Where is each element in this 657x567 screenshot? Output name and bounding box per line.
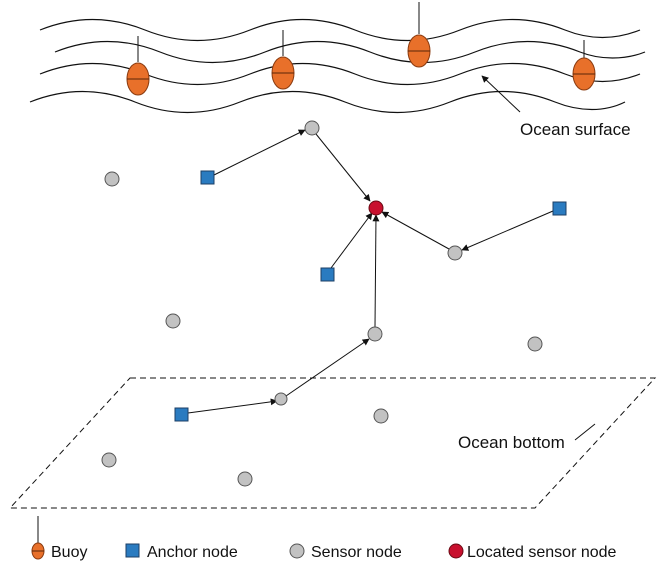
- link-sensor-to-sensor: [285, 338, 370, 397]
- anchor-nodes: [174, 170, 567, 422]
- link-sensor-to-located: [315, 133, 371, 202]
- sensor-node-icon: [367, 326, 383, 342]
- legend-label-sensor: Sensor node: [311, 544, 402, 561]
- located-sensor-node-icon: [368, 200, 384, 216]
- anchor-node-icon: [125, 543, 140, 558]
- buoy-icon: [126, 36, 150, 96]
- ocean-surface-label: Ocean surface: [520, 120, 631, 139]
- legend: Buoy Anchor node Sensor node Located sen…: [31, 516, 617, 561]
- buoy-icon: [31, 516, 45, 560]
- buoys: [126, 2, 596, 96]
- sensor-node-icon: [289, 543, 305, 559]
- link-anchor-to-sensor: [187, 398, 278, 414]
- anchor-node-icon: [200, 170, 215, 185]
- link-anchor-to-sensor: [213, 129, 306, 176]
- sensor-node-icon: [104, 171, 120, 187]
- sensor-node-icon: [304, 120, 320, 136]
- ocean-bottom-label: Ocean bottom: [458, 433, 565, 452]
- network-links: [187, 129, 554, 414]
- sensor-node-icon: [237, 471, 253, 487]
- buoy-icon: [407, 2, 431, 68]
- legend-item-located: Located sensor node: [448, 543, 617, 561]
- legend-label-located: Located sensor node: [467, 544, 617, 561]
- sensor-node-icon: [527, 336, 543, 352]
- anchor-node-icon: [174, 407, 189, 422]
- link-sensor-to-located: [381, 211, 450, 250]
- anchor-node-icon: [552, 201, 567, 216]
- ocean-surface-pointer: [481, 75, 521, 113]
- sensor-node-icon: [165, 313, 181, 329]
- legend-item-anchor: Anchor node: [125, 543, 238, 561]
- sensor-node-icon: [101, 452, 117, 468]
- ocean-bottom-pointer: [574, 423, 596, 441]
- legend-item-sensor: Sensor node: [289, 543, 402, 561]
- wave-line-4: [29, 90, 626, 114]
- link-anchor-to-located: [330, 212, 373, 269]
- anchor-node-icon: [320, 267, 335, 282]
- sensor-node-icon: [373, 408, 389, 424]
- wave-line-2: [54, 40, 646, 64]
- link-sensor-to-located: [372, 214, 380, 328]
- sensor-nodes: [101, 120, 543, 487]
- buoy-icon: [271, 30, 295, 90]
- located-sensor-node-icon: [448, 543, 464, 559]
- legend-label-anchor: Anchor node: [147, 544, 238, 561]
- ocean-bottom-plane: [8, 377, 657, 509]
- link-anchor-to-sensor: [461, 210, 554, 251]
- sensor-node-icon: [274, 392, 288, 406]
- legend-label-buoy: Buoy: [51, 544, 87, 561]
- sensor-node-icon: [447, 245, 463, 261]
- buoy-icon: [572, 40, 596, 91]
- ocean-surface-waves: [29, 18, 646, 114]
- wave-line-1: [39, 18, 641, 42]
- legend-item-buoy: Buoy: [31, 516, 87, 561]
